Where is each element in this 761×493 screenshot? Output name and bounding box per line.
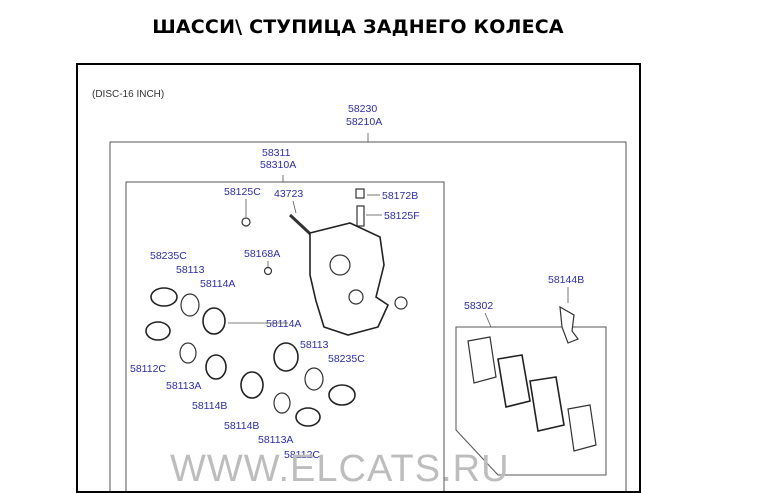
label-58210A[interactable]: 58210A: [346, 116, 382, 128]
piston-58112C-bottom: [295, 407, 321, 427]
pad-kit-box: [455, 326, 607, 476]
pad-backing-left: [467, 336, 497, 384]
label-58235C-top[interactable]: 58235C: [150, 250, 187, 262]
piston-58235C-mid: [328, 384, 356, 406]
label-58125F[interactable]: 58125F: [384, 210, 420, 222]
seal-58114A-top: [202, 307, 226, 335]
leader-58302: [484, 312, 492, 328]
caliper-bore: [329, 254, 351, 276]
ring-58113A-bottom: [273, 392, 291, 414]
label-58112C-left[interactable]: 58112C: [130, 363, 166, 375]
label-58112C-bottom[interactable]: 58112C: [284, 449, 320, 461]
seal-58114B-left: [205, 354, 227, 380]
label-58310A[interactable]: 58310A: [260, 159, 296, 171]
label-58235C-mid[interactable]: 58235C: [328, 353, 365, 365]
label-58311[interactable]: 58311: [262, 147, 291, 159]
pad-inner-right: [529, 376, 565, 432]
ring-58113A-left: [179, 342, 197, 364]
cap-58172B: [355, 188, 365, 199]
ring-58113-mid: [304, 367, 324, 391]
label-58114A-top[interactable]: 58114A: [200, 278, 235, 290]
leader-43723: [292, 200, 297, 214]
pad-backing-right: [567, 404, 597, 452]
seal-58114A-mid: [273, 342, 299, 372]
label-58168A[interactable]: 58168A: [244, 248, 280, 260]
caliper-housing-58311: [309, 222, 390, 336]
ring-58113-top: [180, 293, 200, 317]
label-58125C[interactable]: 58125C: [224, 186, 261, 198]
page-title: ШАССИ\ СТУПИЦА ЗАДНЕГО КОЛЕСА: [152, 16, 564, 38]
label-58114B-left[interactable]: 58114B: [192, 400, 227, 412]
label-43723[interactable]: 43723: [274, 188, 303, 200]
parts-diagram: (DISC-16 INCH) 58230 58210A 58311 58310A…: [92, 89, 627, 491]
label-58144B[interactable]: 58144B: [548, 274, 584, 286]
label-58113-mid[interactable]: 58113: [300, 339, 329, 351]
piston-58235C-top: [150, 287, 178, 307]
label-58114A-mid[interactable]: 58114A: [266, 318, 301, 330]
label-58302[interactable]: 58302: [464, 300, 493, 312]
label-58113A-left[interactable]: 58113A: [166, 380, 201, 392]
caliper-body-box: [125, 181, 445, 491]
seal-58114B-bottom: [240, 371, 264, 399]
nut-58125C: [241, 217, 251, 227]
watermark: WWW.ELCATS.RU: [170, 448, 510, 490]
label-58230[interactable]: 58230: [348, 103, 377, 115]
label-58113A-bottom[interactable]: 58113A: [258, 434, 293, 446]
bolt-58168A: [263, 266, 273, 276]
caliper-port: [348, 289, 364, 305]
variant-label: (DISC-16 INCH): [92, 89, 164, 100]
label-58113-top[interactable]: 58113: [176, 264, 205, 276]
parts-diagram-frame: (DISC-16 INCH) 58230 58210A 58311 58310A…: [76, 63, 641, 493]
label-58172B[interactable]: 58172B: [382, 190, 418, 202]
pad-inner-left: [497, 354, 531, 408]
label-58114B-bottom[interactable]: 58114B: [224, 420, 259, 432]
bleeder-58125F: [356, 205, 365, 227]
clip-58144B: [559, 305, 579, 344]
piston-58112C-left: [145, 321, 171, 341]
caliper-mount-washer: [394, 296, 408, 310]
